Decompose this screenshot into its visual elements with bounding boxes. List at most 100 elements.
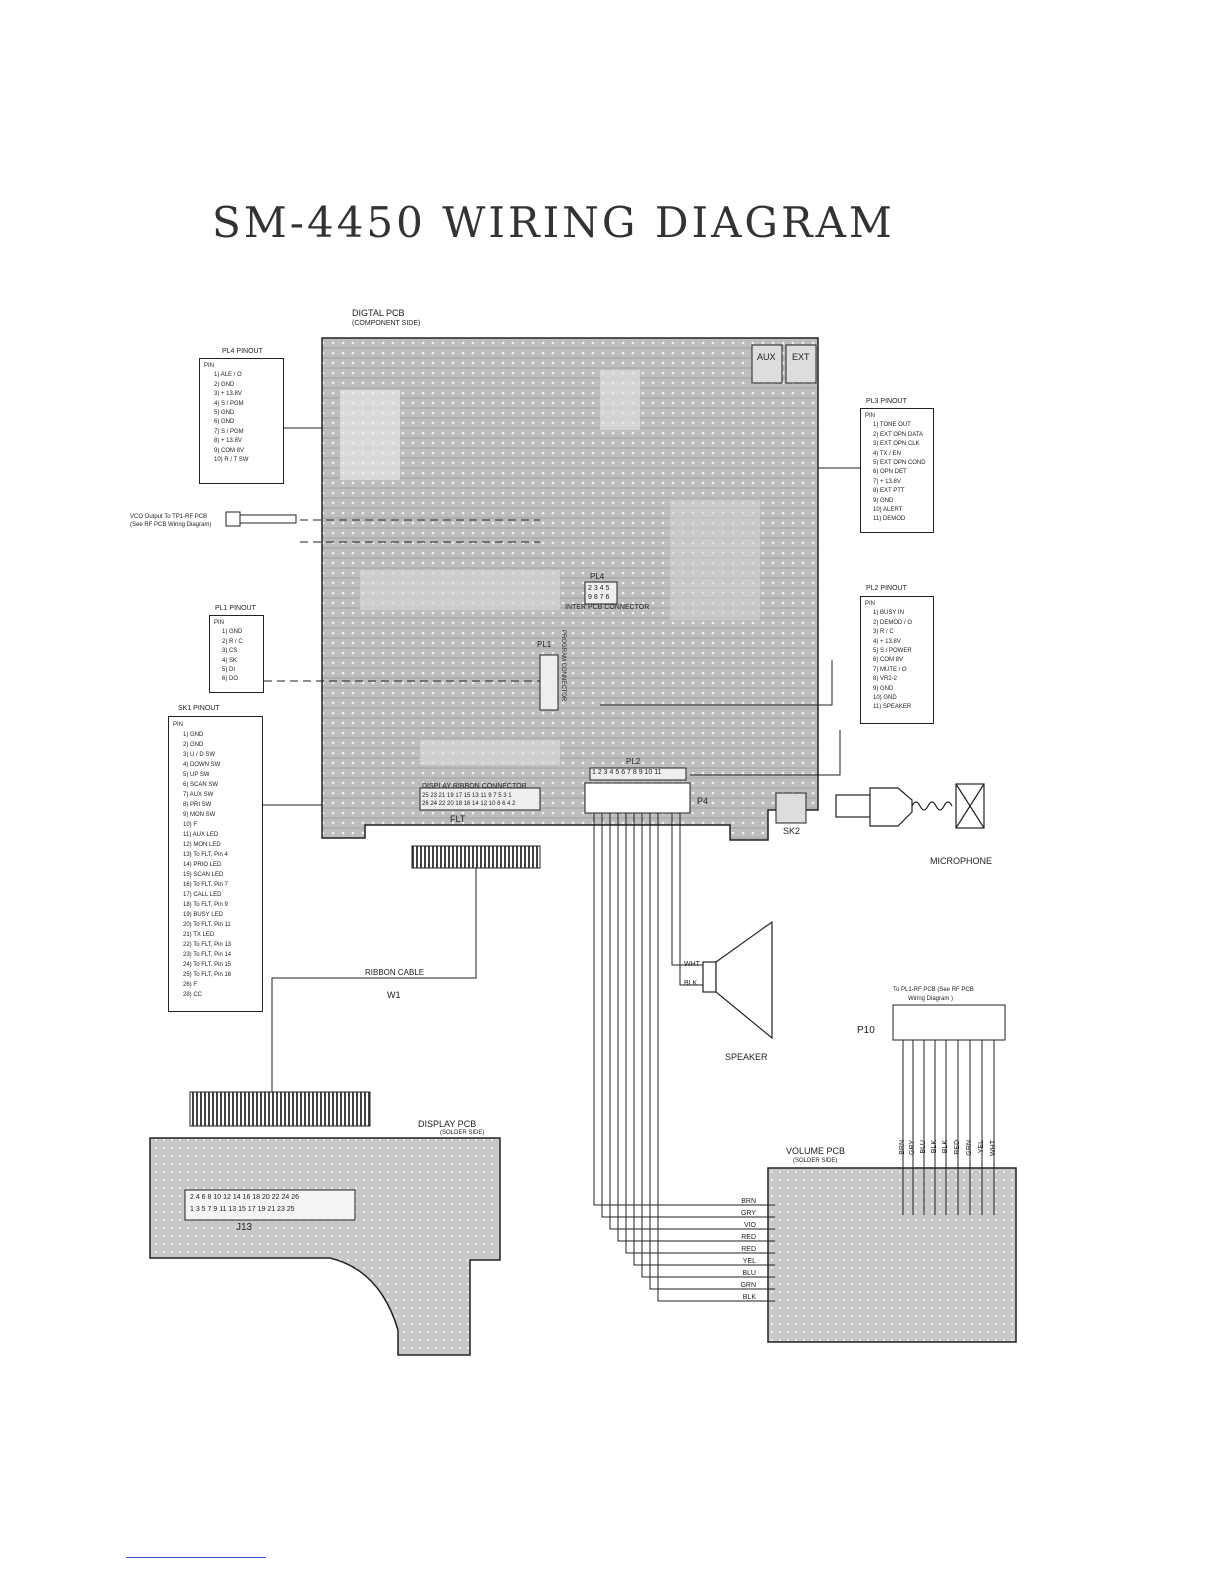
pl2-pin-item: 9) GND bbox=[873, 685, 894, 692]
p10-note-line1: To PL1-RF PCB (See RF PCB bbox=[893, 987, 974, 993]
pl2-pin-item: 3) R / C bbox=[873, 629, 894, 636]
pl4-pin-item: 3) + 13.8V bbox=[214, 391, 242, 398]
pl1-pin-item: 5) DI bbox=[222, 667, 236, 674]
pl3-pinout-header: PIN bbox=[865, 413, 876, 419]
pl3-pin-item: 3) EXT OPN CLK bbox=[873, 441, 920, 448]
sk1-pinout-box: PIN 1) GND 2) GND 3) U / D SW 4) DOWN SW… bbox=[168, 716, 263, 1012]
volume-wire-label: BLU bbox=[742, 1270, 756, 1277]
vco-coax-icon bbox=[225, 511, 297, 527]
pl4-connector bbox=[584, 581, 618, 605]
pl4-pins-bottom: 9 8 7 6 bbox=[588, 594, 610, 601]
dashed-signal-lines bbox=[264, 519, 540, 682]
pl1-pinout-title: PL1 PINOUT bbox=[215, 605, 256, 612]
vco-note-line1: VCO Output To TP1-RF PCB bbox=[130, 514, 208, 520]
sk1-pin-item: 19) BUSY LED bbox=[183, 912, 223, 918]
aux-connector bbox=[751, 344, 783, 384]
sk2-connector bbox=[775, 792, 807, 824]
footer-link-underline bbox=[126, 1557, 266, 1558]
pl4-pin-item: 10) R / T SW bbox=[214, 457, 249, 464]
j13-connector bbox=[184, 1189, 356, 1221]
sk1-pin-item: 23) To FLT, Pin 14 bbox=[183, 952, 232, 958]
pl4-label: PL4 bbox=[590, 572, 605, 581]
volume-top-wire-label: RED bbox=[954, 1140, 961, 1155]
sk1-pin-item: 9) MON SW bbox=[183, 812, 216, 818]
j13-label: J13 bbox=[236, 1222, 253, 1233]
digital-pcb-sub: (COMPONENT SIDE) bbox=[352, 320, 421, 327]
p10-note-line2: Wiring Diagram ) bbox=[908, 996, 954, 1002]
p4-wire-bundle bbox=[593, 813, 775, 1302]
pl3-pin-item: 4) TX / EN bbox=[873, 450, 901, 457]
volume-top-wire-label: BLU bbox=[920, 1140, 927, 1154]
pl4-pin-item: 1) ALE / O bbox=[214, 372, 242, 379]
pl3-pin-item: 7) + 13.8V bbox=[873, 478, 901, 485]
sk1-pin-item: 7) AUX SW bbox=[183, 792, 214, 798]
speaker-wht-label: WHT bbox=[684, 961, 700, 968]
pl3-pin-item: 9) GND bbox=[873, 497, 894, 504]
p10-connector bbox=[892, 1004, 1006, 1041]
p10-label: P10 bbox=[857, 1025, 875, 1036]
sk1-pin-item: 8) PRI SW bbox=[183, 802, 212, 808]
sk1-pin-item: 2) GND bbox=[183, 742, 204, 748]
pl4-pins-top: 2 3 4 5 bbox=[588, 585, 610, 592]
pl3-pin-item: 10) ALERT bbox=[873, 507, 903, 514]
sk1-pin-item: 20) To FLT, Pin 11 bbox=[183, 922, 231, 928]
pl2-pin-item: 2) DEMOD / O bbox=[873, 619, 913, 626]
program-connector-label: PROGRAM CONNECTOR bbox=[560, 630, 566, 702]
pl4-pin-item: 9) COM 8V bbox=[214, 447, 245, 454]
flt-label: FLT bbox=[450, 814, 466, 824]
volume-top-wire-label: YEL bbox=[978, 1140, 985, 1154]
j13-pins-top: 2 4 6 8 10 12 14 16 18 20 22 24 26 bbox=[190, 1194, 299, 1201]
pl4-pin-item: 8) + 13.8V bbox=[214, 438, 242, 445]
pl2-pinout-header: PIN bbox=[865, 601, 876, 607]
volume-pcb-sub: (SOLDER SIDE) bbox=[793, 1158, 838, 1164]
vco-note-line2: (See RF PCB Wiring Diagram) bbox=[130, 522, 212, 528]
volume-pcb-label: VOLUME PCB bbox=[786, 1146, 846, 1156]
sk1-pin-item: 13) To FLT, Pin 4 bbox=[183, 852, 228, 858]
sk1-pin-item: 14) PRIO LED bbox=[183, 862, 222, 868]
sk1-pin-item: 3) U / D SW bbox=[183, 752, 216, 758]
sk1-pin-item: 25) To FLT, Pin 16 bbox=[183, 972, 232, 978]
volume-wire-label: RED bbox=[741, 1234, 756, 1241]
pl3-pin-item: 11) DEMOD bbox=[873, 516, 906, 523]
digital-pcb-label: DIGTAL PCB bbox=[352, 308, 405, 318]
sk1-pin-item: 16) To FLT, Pin 7 bbox=[183, 882, 228, 888]
volume-top-wire-label: GRY bbox=[909, 1140, 916, 1156]
speaker-label: SPEAKER bbox=[725, 1052, 768, 1062]
volume-wire-label: BLK bbox=[742, 1294, 756, 1301]
pl1-pin-item: 1) GND bbox=[222, 629, 243, 636]
volume-top-wire-label: BLK bbox=[931, 1140, 938, 1154]
pl3-pinout-box: PIN 1) TONE OUT 2) EXT OPN DATA 3) EXT O… bbox=[860, 408, 934, 533]
volume-top-wire-label: GRN bbox=[966, 1140, 973, 1156]
volume-pcb-board bbox=[767, 1167, 1017, 1343]
flt-ribbon-plug bbox=[411, 845, 541, 869]
volume-top-wire-label: WHT bbox=[990, 1140, 997, 1156]
pl1-pin-item: 2) R / C bbox=[222, 638, 243, 645]
pl1-connector bbox=[539, 654, 559, 711]
sk1-pin-item: 21) TX LED bbox=[183, 932, 215, 938]
pl3-pin-item: 8) EXT PTT bbox=[873, 488, 905, 495]
pl2-pin-item: 1) BUSY IN bbox=[873, 610, 904, 617]
pl1-pin-item: 6) DO bbox=[222, 676, 239, 683]
pl2-pin-item: 11) SPEAKER bbox=[873, 704, 912, 711]
sk1-pin-item: 28) CC bbox=[183, 992, 203, 998]
pl2-pinout-title: PL2 PINOUT bbox=[866, 585, 907, 592]
display-ribbon-connector bbox=[419, 787, 541, 811]
pl4-pinout-header: PIN bbox=[204, 363, 215, 369]
ribbon-w1-label: W1 bbox=[387, 990, 401, 1000]
sk1-pin-item: 24) To FLT, Pin 15 bbox=[183, 962, 232, 968]
sk1-pin-item: 11) AUX LED bbox=[183, 832, 219, 838]
pl2-label: PL2 bbox=[626, 757, 641, 766]
sk1-pin-item: 22) To FLT, Pin 13 bbox=[183, 942, 232, 948]
volume-wire-label: RED bbox=[741, 1246, 756, 1253]
speaker-blk-label: BLK bbox=[684, 980, 698, 987]
sk2-label: SK2 bbox=[783, 826, 801, 836]
pl1-pin-item: 3) CS bbox=[222, 648, 238, 655]
pl3-pin-item: 6) OPN DET bbox=[873, 469, 907, 476]
ribbon-cable-w1 bbox=[271, 868, 477, 1092]
pl3-pin-item: 2) EXT OPN DATA bbox=[873, 431, 924, 438]
pl2-connector bbox=[589, 767, 687, 781]
pl4-pinout-title: PL4 PINOUT bbox=[222, 348, 263, 355]
pinout-leader-lines bbox=[262, 427, 860, 806]
volume-wire-label: GRY bbox=[740, 1210, 756, 1217]
